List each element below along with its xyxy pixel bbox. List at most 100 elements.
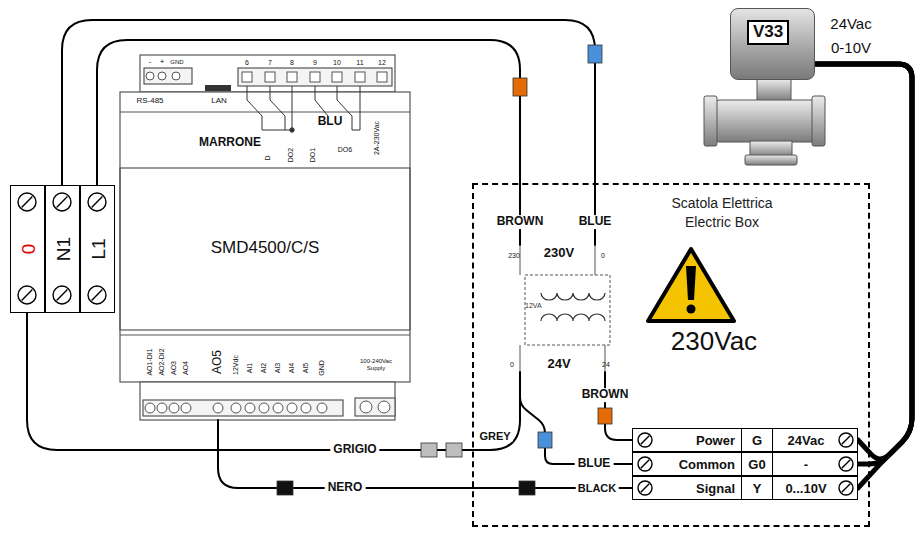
terminal-screws-part bbox=[355, 72, 365, 82]
wire-connectors-part bbox=[588, 45, 602, 63]
controller-housing-part bbox=[120, 111, 410, 112]
screw-terminal-part bbox=[842, 484, 850, 492]
controller-housing-part bbox=[140, 382, 395, 420]
terminal-screws-part bbox=[145, 403, 155, 413]
node-row: CommonG0- bbox=[632, 452, 858, 476]
node-row: Power G 24Vac bbox=[632, 428, 858, 452]
screw-terminal-part bbox=[22, 290, 33, 301]
terminal-screws-part bbox=[158, 72, 166, 80]
relay-contacts-part bbox=[247, 86, 360, 130]
screw-terminal-part bbox=[641, 436, 649, 444]
wire bbox=[520, 372, 632, 464]
terminal-cell: - bbox=[773, 453, 857, 475]
wire-label: MARRONE bbox=[199, 136, 261, 149]
controller-housing-part bbox=[205, 85, 231, 91]
wire-label: 9 bbox=[313, 59, 317, 67]
wire-label: GND bbox=[170, 59, 183, 66]
controller-housing-part bbox=[140, 55, 395, 92]
actuator-cable bbox=[815, 64, 912, 459]
terminal-cell: Power bbox=[633, 429, 741, 451]
wire-connectors-part bbox=[598, 408, 612, 424]
terminal-screws-part bbox=[172, 72, 180, 80]
screw-terminal-part bbox=[842, 436, 850, 444]
screw-terminal bbox=[837, 431, 855, 449]
terminal-cell: 24Vac bbox=[773, 429, 857, 451]
terminal-value: 24Vac bbox=[788, 434, 825, 447]
actuator-cable bbox=[815, 64, 912, 488]
warning-sign-part bbox=[648, 249, 734, 321]
wire-label: 11 bbox=[356, 59, 363, 67]
wire-label: AI3 bbox=[274, 363, 282, 374]
valve-tag: V33 bbox=[747, 20, 789, 45]
valve-body-part bbox=[745, 155, 797, 165]
screw-terminal-part bbox=[88, 286, 106, 304]
warning-sign-part bbox=[687, 305, 696, 314]
terminal-screws-part bbox=[377, 72, 387, 82]
terminal-screws-part bbox=[287, 403, 297, 413]
terminal-cell: Common bbox=[633, 453, 741, 475]
wire bbox=[97, 40, 520, 245]
screw-terminal bbox=[636, 431, 654, 449]
wire-connectors-part bbox=[421, 443, 437, 457]
wire bbox=[605, 372, 632, 440]
terminal-code: G bbox=[752, 434, 762, 447]
screw-terminal-part bbox=[638, 433, 652, 447]
screw-terminal-part bbox=[53, 193, 71, 211]
screw-terminal-part bbox=[839, 457, 853, 471]
screw-terminal-part bbox=[638, 481, 652, 495]
screw-terminal-part bbox=[842, 460, 850, 468]
terminal-cell: G0 bbox=[741, 453, 773, 475]
wire-label: RS-485 bbox=[136, 97, 163, 106]
valve-body bbox=[704, 79, 825, 165]
controller-housing bbox=[120, 55, 410, 420]
terminal-screws-part bbox=[265, 72, 275, 82]
wire-label: AI5 bbox=[302, 363, 310, 374]
wire-label: 230 bbox=[508, 252, 520, 260]
transformer-coils-part bbox=[541, 314, 605, 321]
wire-label: BLACK bbox=[576, 482, 619, 494]
screw-terminal-part bbox=[18, 193, 36, 211]
wire-connectors-part bbox=[538, 432, 552, 448]
wire-label: 100-240Vac Supply bbox=[356, 358, 396, 371]
terminal-screws-part bbox=[310, 72, 320, 82]
controller-housing-part bbox=[120, 168, 410, 330]
screw-terminal bbox=[837, 479, 855, 497]
wire-label: 12 bbox=[378, 59, 386, 67]
wire-color-label: NERO bbox=[325, 481, 366, 495]
node-box: Scatola Elettrica Electric Box230Vac230V… bbox=[472, 183, 870, 527]
valve-body-part bbox=[715, 100, 815, 142]
terminal-screws-part bbox=[242, 72, 252, 82]
node-term: N1 bbox=[45, 185, 80, 313]
wire-label: AO2-DI2 bbox=[158, 348, 166, 375]
controller-housing-part bbox=[144, 68, 192, 84]
controller-housing-part bbox=[238, 68, 392, 86]
screw-terminal-part bbox=[641, 460, 649, 468]
wire-label: 24Vac bbox=[830, 16, 871, 33]
terminal-code: Y bbox=[753, 482, 762, 495]
controller-housing-part bbox=[355, 398, 395, 416]
wire-connectors-part bbox=[277, 481, 293, 495]
wire-label: DO1 bbox=[309, 148, 317, 162]
terminal-label: 0 bbox=[18, 244, 37, 255]
wire-connectors-part bbox=[519, 481, 535, 495]
controller-housing-part bbox=[120, 334, 410, 335]
valve-body-part bbox=[812, 96, 825, 146]
wire-label: DO6 bbox=[338, 146, 352, 154]
controller-housing-part bbox=[143, 400, 343, 416]
transformer-coils-part bbox=[525, 275, 610, 345]
terminal-screws-part bbox=[213, 403, 223, 413]
warning-sign bbox=[648, 249, 734, 321]
wire-label: LAN bbox=[211, 97, 227, 106]
wire-label: 2A-230Vac bbox=[373, 121, 381, 155]
wire-label: AI4 bbox=[288, 363, 296, 374]
wire-label: AO3 bbox=[170, 361, 178, 375]
wire-label: AO1-DI1 bbox=[146, 348, 154, 375]
wire-label: + bbox=[160, 58, 165, 67]
wire-label: 24 bbox=[602, 361, 610, 369]
terminal-label: N1 bbox=[53, 237, 72, 261]
wire-label: BLU bbox=[318, 115, 343, 128]
terminal-value: 0...10V bbox=[785, 482, 826, 495]
actuator-cable bbox=[815, 64, 912, 464]
screw-terminal-part bbox=[18, 286, 36, 304]
wire-label: D bbox=[264, 155, 272, 160]
